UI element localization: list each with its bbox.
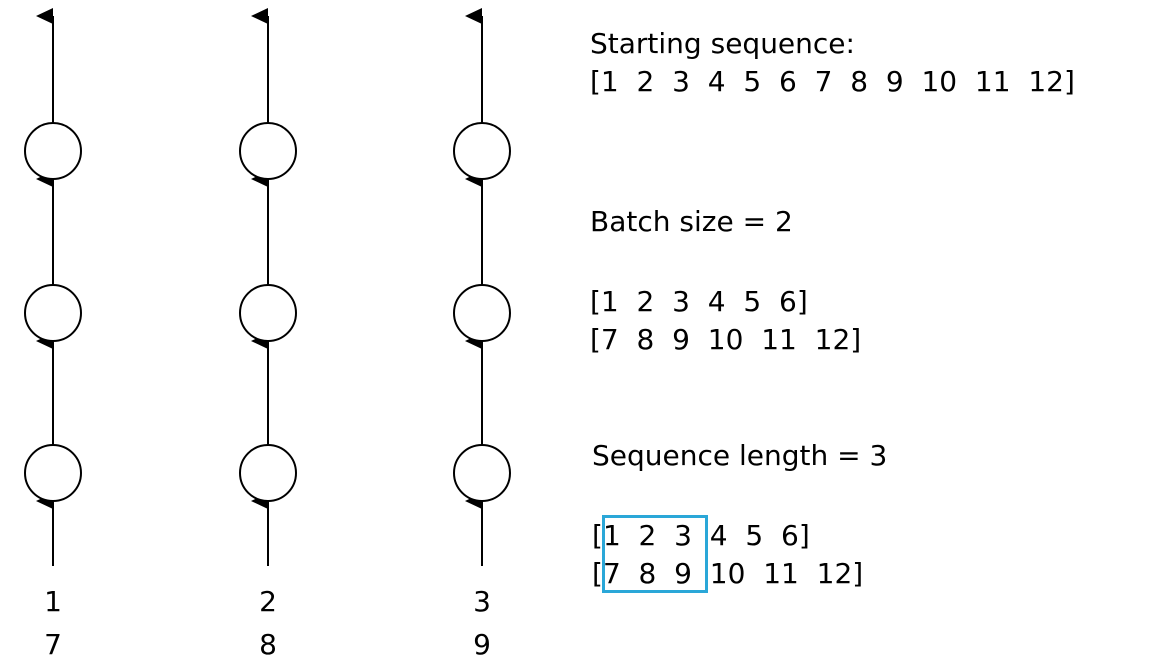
starting-sequence-title: Starting sequence: [590,27,855,60]
rnn-cell-node [453,284,511,342]
seq-row-1-window: 1 2 3 [602,519,692,552]
rnn-cell-node [24,284,82,342]
seq-row-2-rest: 10 11 12] [691,557,864,590]
batch-row-2: [7 8 9 10 11 12] [590,323,862,356]
sequence-window-box [602,515,708,593]
input-label: 1 [44,585,62,618]
rnn-cell-node [239,444,297,502]
rnn-cell-node [239,122,297,180]
rnn-cell-node [453,444,511,502]
rnn-cell-node [24,444,82,502]
seq-row-1-open-bracket: [ [592,519,603,552]
input-label: 3 [473,585,491,618]
batch-row-1: [1 2 3 4 5 6] [590,285,808,318]
input-label: 8 [259,628,277,661]
sequence-row-2: [7 8 9 10 11 12] [592,556,863,592]
rnn-column-2: 28 [239,8,297,661]
seq-row-2-window: 7 8 9 [602,557,692,590]
rnn-cell-node [239,284,297,342]
rnn-column-1: 17 [24,8,82,661]
starting-sequence-values: [1 2 3 4 5 6 7 8 9 10 11 12] [590,65,1075,98]
input-label: 2 [259,585,277,618]
sequence-length-title: Sequence length = 3 [592,439,888,472]
rnn-cell-node [24,122,82,180]
seq-row-2-open-bracket: [ [592,557,603,590]
batch-size-title: Batch size = 2 [590,205,793,238]
input-label: 9 [473,628,491,661]
rnn-column-3: 39 [453,8,511,661]
input-label: 7 [44,628,62,661]
rnn-cell-node [453,122,511,180]
sequence-row-1: [1 2 3 4 5 6] [592,518,810,554]
seq-row-1-rest: 4 5 6] [691,519,810,552]
